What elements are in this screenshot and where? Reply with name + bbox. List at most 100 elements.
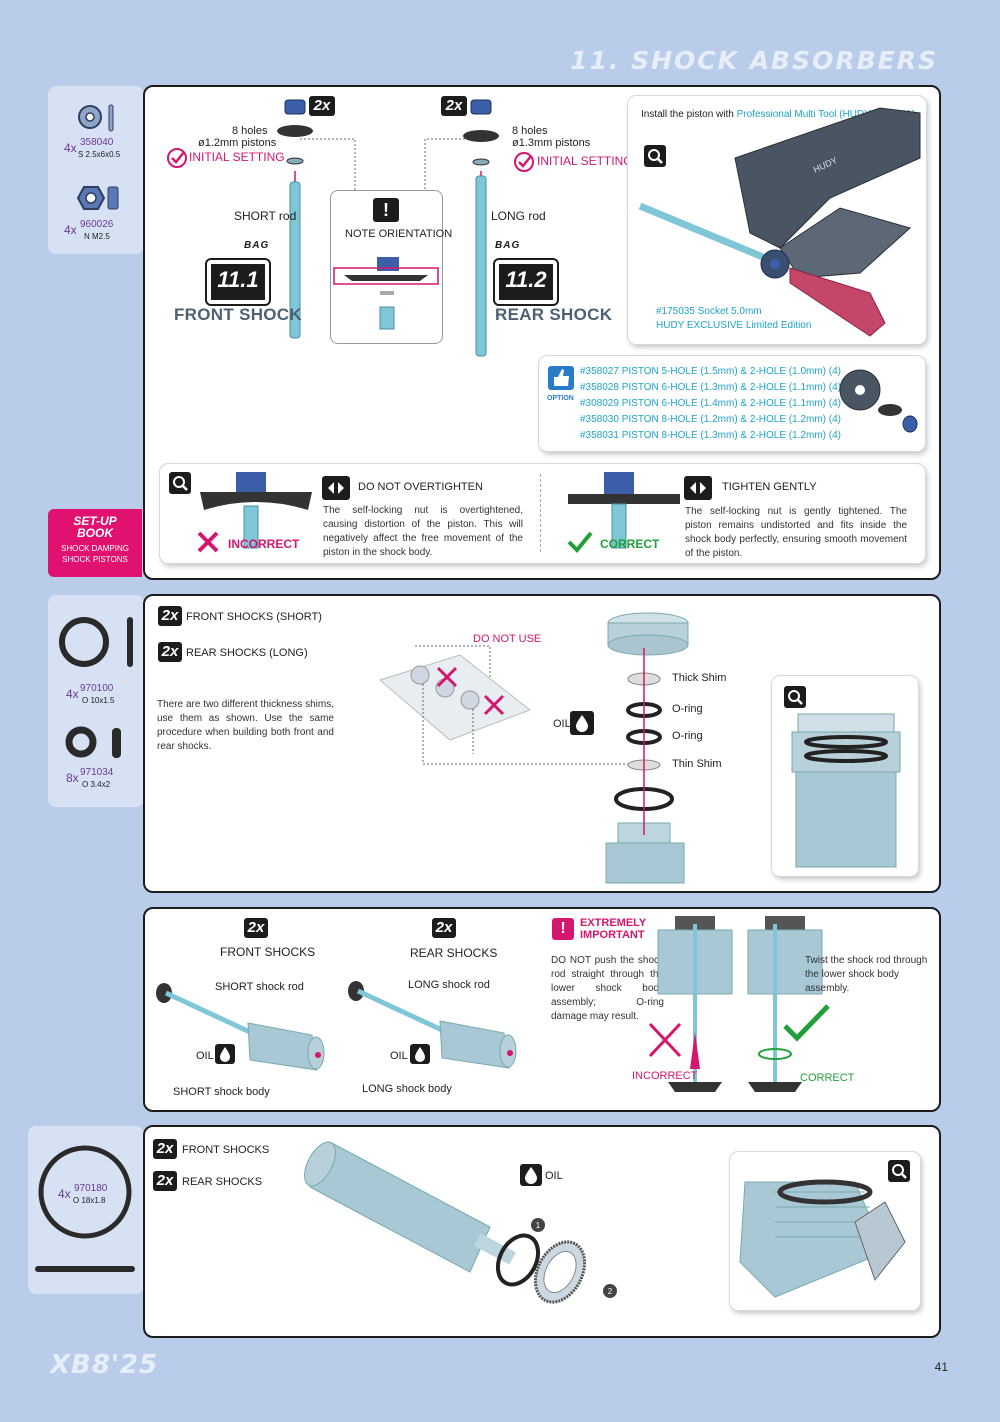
bag-number: 11.1 (211, 264, 265, 300)
divider (540, 474, 541, 552)
do-not-use-label: DO NOT USE (473, 633, 542, 645)
rear-rod-body-illustration (348, 981, 517, 1069)
setup-book-title-2: BOOK (77, 526, 113, 540)
multi-tool-illustration: HUDY (638, 107, 921, 337)
incorrect-insertion-illustration (648, 916, 733, 1092)
product-logo: XB8'25 (50, 1350, 159, 1380)
wrench-icon (322, 476, 350, 500)
exclamation-icon: ! (552, 918, 574, 940)
oil-drop-icon (215, 1044, 235, 1064)
setup-book-title: SET-UP (73, 514, 117, 528)
thumbs-up-icon (548, 366, 574, 390)
qty-badge: 2x (309, 96, 335, 116)
bag-box: 11.1 (205, 258, 271, 306)
part-qty: 4x (64, 141, 77, 155)
washer-icon (78, 104, 114, 132)
oil-drop-icon (520, 1164, 542, 1186)
important-label-2: IMPORTANT (580, 929, 645, 941)
o-ring-label: O-ring (672, 703, 703, 715)
tool-text: Install the piston with Professional Mul… (641, 109, 918, 121)
setup-book-tab[interactable]: SET-UP BOOK SHOCK DAMPING SHOCK PISTONS (48, 509, 142, 577)
collar-detail-illustration (739, 1179, 906, 1298)
shims-instructions: There are two different thickness shims,… (157, 699, 334, 752)
exclamation-icon: ! (373, 198, 399, 222)
rear-shocks-title: REAR SHOCKS (410, 946, 498, 960)
rear-shock-rod-illustration (463, 99, 499, 357)
rear-pistons: ø1.3mm pistons (512, 137, 591, 149)
thin-shim-label: Thin Shim (672, 758, 722, 770)
qty-badge: 2x (244, 918, 268, 938)
magnifier-icon (888, 1160, 910, 1182)
part-code: 358040 (80, 137, 114, 148)
qty-badge: 2x (432, 918, 456, 938)
correct-label: CORRECT (800, 1072, 855, 1084)
qty-badge: 2x (153, 1171, 177, 1191)
option-item: #358028 PISTON 6-HOLE (1.3mm) & 2-HOLE (… (580, 382, 842, 393)
bag-box: 11.2 (493, 258, 559, 306)
o-ring-large-icon (59, 617, 133, 667)
correct-piston-illustration (568, 472, 680, 549)
oil-drop-icon (570, 711, 594, 735)
o-ring-small-icon (65, 726, 121, 758)
tighten-gently-text: The self-locking nut is gently tightened… (685, 506, 907, 559)
incorrect-label: INCORRECT (228, 537, 300, 551)
cross-icon (197, 531, 219, 553)
rear-initial-setting: INITIAL SETTING (537, 154, 633, 168)
tighten-gently-title: TIGHTEN GENTLY (722, 481, 817, 493)
option-label: OPTION (547, 395, 574, 402)
tool-product: Professional Multi Tool (HUDY #183011). (736, 109, 918, 120)
wrench-icon (684, 476, 712, 500)
front-shocks-short: FRONT SHOCKS (SHORT) (186, 611, 322, 623)
option-list: #358027 PISTON 5-HOLE (1.5mm) & 2-HOLE (… (580, 364, 841, 444)
socket-label: #175035 Socket 5.0mm (656, 306, 762, 317)
connector-lines (300, 138, 465, 190)
push-warning-text: DO NOT push the shock rod straight throu… (551, 955, 664, 1022)
front-shocks-label: FRONT SHOCKS (182, 1144, 270, 1156)
incorrect-label: INCORRECT (632, 1070, 698, 1082)
shim-stack-illustration (605, 612, 689, 884)
part-qty: 4x (64, 223, 77, 237)
option-item: #358031 PISTON 8-HOLE (1.3mm) & 2-HOLE (… (580, 430, 842, 441)
front-shock-rod-illustration (277, 99, 313, 339)
oil-label: OIL (196, 1050, 214, 1062)
piston-orientation-illustration (333, 257, 439, 330)
part-code: 960026 (80, 219, 114, 230)
checkmark-icon (567, 531, 593, 553)
long-body-label: LONG shock body (362, 1083, 452, 1095)
qty-badge: 2x (158, 642, 182, 662)
shim-sprue-illustration (378, 645, 630, 765)
option-item: #308029 PISTON 6-HOLE (1.4mm) & 2-HOLE (… (580, 398, 842, 409)
oil-label: OIL (545, 1170, 563, 1182)
bag-label: BAG (244, 240, 270, 251)
part-code: 970100 (80, 683, 114, 694)
correct-insertion-illustration (747, 916, 830, 1092)
front-rod-body-illustration (156, 983, 325, 1071)
o-ring-large-icon (35, 1145, 135, 1272)
setup-book-topic-2: SHOCK PISTONS (62, 555, 128, 564)
part-qty: 4x (66, 687, 79, 701)
qty-badge: 2x (441, 96, 467, 116)
piston-option-illustration (839, 369, 918, 433)
part-qty: 4x (58, 1187, 71, 1201)
check-icon (167, 148, 187, 168)
short-body-label: SHORT shock body (173, 1086, 270, 1098)
important-label: EXTREMELY (580, 917, 647, 929)
o-ring-label: O-ring (672, 730, 703, 742)
rear-rod-label: LONG rod (491, 209, 546, 223)
part-code: 971034 (80, 767, 114, 778)
qty-badge: 2x (153, 1139, 177, 1159)
front-holes: 8 holes (232, 125, 268, 137)
page-title: 11. SHOCK ABSORBERS (570, 46, 938, 75)
part-code: 970180 (74, 1183, 108, 1194)
socket-label-2: HUDY EXCLUSIVE Limited Edition (656, 320, 812, 331)
front-rod-label: SHORT rod (234, 209, 297, 223)
option-item: #358027 PISTON 5-HOLE (1.5mm) & 2-HOLE (… (580, 366, 842, 377)
front-initial-setting: INITIAL SETTING (189, 150, 285, 164)
distorted-piston-illustration (200, 472, 312, 549)
oil-label: OIL (553, 718, 571, 730)
step-2-marker: 2 (608, 1287, 613, 1296)
magnifier-icon (169, 472, 191, 494)
part-spec: S 2.5x6x0.5 (78, 150, 121, 159)
correct-label: CORRECT (600, 537, 660, 551)
rear-shocks-long: REAR SHOCKS (LONG) (186, 647, 308, 659)
